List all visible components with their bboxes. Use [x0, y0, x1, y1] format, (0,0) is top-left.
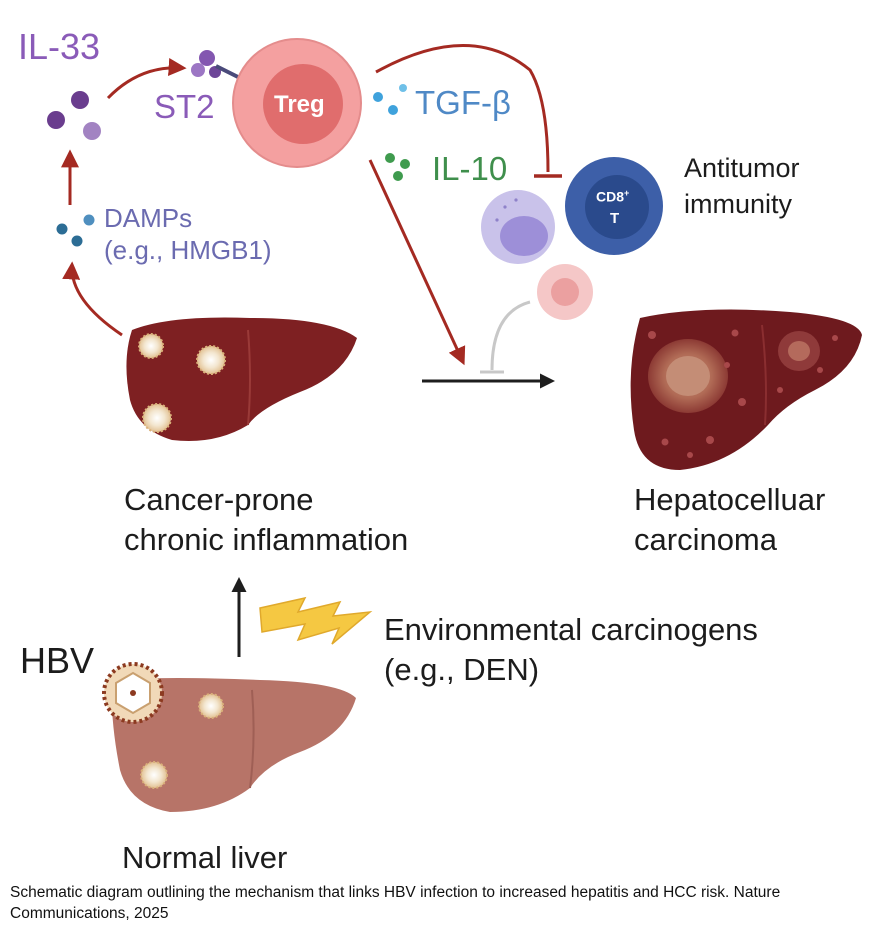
arrow-il33-to-st2	[106, 58, 187, 100]
il33-molecules	[47, 91, 101, 140]
inflammation-label-line2: chronic inflammation	[124, 522, 409, 557]
st2-label: ST2	[154, 88, 215, 125]
damps-example-label: (e.g., HMGB1)	[104, 235, 272, 265]
cd8-superscript: +	[624, 188, 630, 198]
inhibition-treg-to-cd8	[375, 44, 550, 173]
cd8-label: CD8+	[596, 188, 629, 205]
inflammation-label-line1: Cancer-prone	[124, 482, 314, 517]
hcc-label-line2: carcinoma	[634, 522, 777, 557]
damps-label: DAMPs	[104, 203, 193, 233]
inhibition-immune-to-progression	[490, 300, 531, 371]
damps-molecules	[56, 214, 95, 247]
antitumor-label: Antitumor	[684, 153, 800, 183]
il10-label: IL-10	[432, 150, 508, 187]
hcc-liver-icon	[630, 309, 862, 470]
inflamed-liver-icon	[126, 317, 357, 441]
env-carcinogens-example-label: (e.g., DEN)	[384, 652, 540, 687]
macrophage-cell	[481, 190, 555, 264]
env-carcinogens-label: Environmental carcinogens	[384, 612, 758, 647]
arrow-inflammation-to-damps	[62, 261, 123, 337]
hbv-label: HBV	[20, 640, 95, 681]
arrow-treg-to-progression	[368, 159, 466, 366]
normal-liver-icon	[111, 678, 357, 812]
cd8-t-label: T	[610, 210, 620, 227]
normal-liver-label: Normal liver	[122, 840, 288, 875]
tgfb-label: TGF-β	[415, 84, 511, 121]
tgfb-molecules	[373, 84, 407, 115]
cd8-text: CD8	[596, 188, 625, 205]
hbv-virion-icon	[102, 662, 164, 724]
lightning-icon	[259, 596, 373, 645]
il33-label: IL-33	[18, 26, 101, 67]
treg-label: Treg	[274, 91, 325, 118]
il10-molecules	[385, 153, 410, 181]
immunity-label: immunity	[684, 189, 793, 219]
cd8-t-cell	[565, 157, 663, 255]
nk-cell	[537, 264, 593, 320]
hcc-label-line1: Hepatocelluar	[634, 482, 826, 517]
treg-cell	[232, 38, 362, 168]
figure-caption: Schematic diagram outlining the mechanis…	[10, 884, 781, 922]
st2-receptor-icon	[191, 50, 245, 82]
